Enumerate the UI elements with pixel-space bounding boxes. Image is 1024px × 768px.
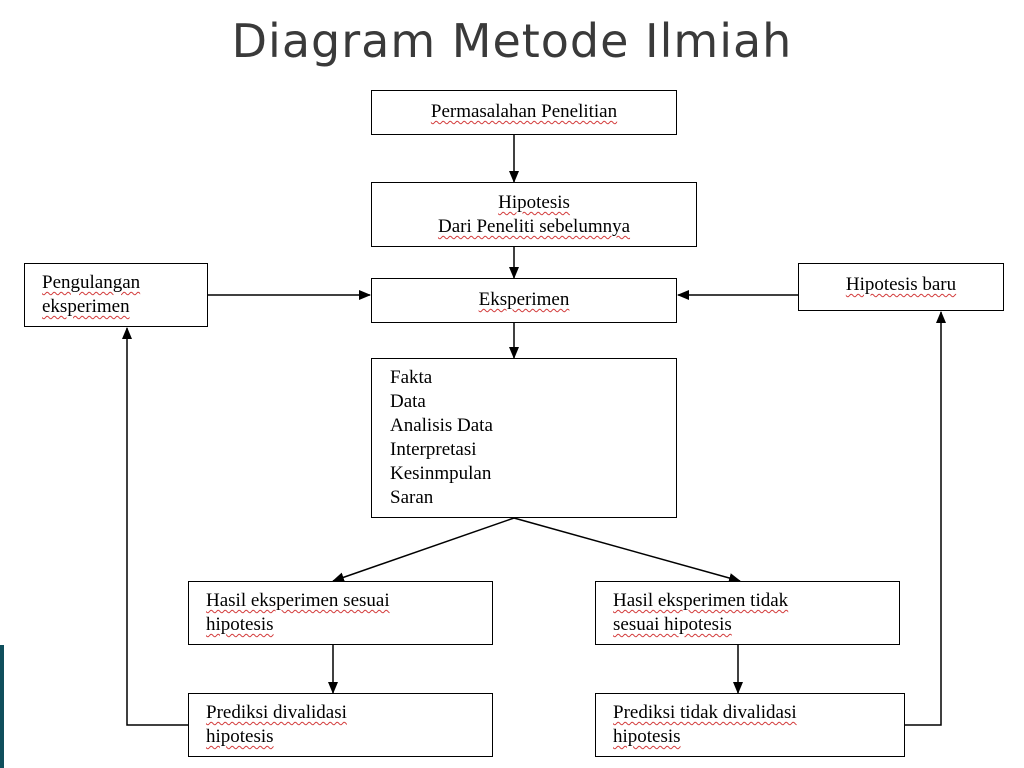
box-fakta-line-5: Kesinmpulan (390, 463, 492, 484)
box-permasalahan: Permasalahan Penelitian (371, 90, 677, 135)
arrow-fakta-to-hasil-tidak (513, 517, 741, 583)
box-hipotesis-baru-line: Hipotesis baru (845, 274, 957, 295)
box-hipotesis: Hipotesis Dari Peneliti sebelumnya (371, 182, 697, 247)
box-fakta-line-2: Data (390, 391, 426, 412)
box-prediksi-tidak: Prediksi tidak divalidasi hipotesis (595, 693, 905, 757)
box-fakta-line-4: Interpretasi (390, 439, 477, 460)
box-hasil-sesuai: Hasil eksperimen sesuai hipotesis (188, 581, 493, 645)
box-permasalahan-line: Permasalahan Penelitian (430, 101, 618, 122)
box-prediksi-valid: Prediksi divalidasi hipotesis (188, 693, 493, 757)
box-hasil-sesuai-line-2: hipotesis (206, 614, 274, 635)
box-hasil-tidak-line-1: Hasil eksperimen tidak (613, 590, 789, 611)
box-fakta-line-6: Saran (390, 487, 434, 508)
accent-bar (0, 645, 4, 768)
box-prediksi-tidak-line-1: Prediksi tidak divalidasi (613, 702, 797, 723)
box-eksperimen: Eksperimen (371, 278, 677, 323)
box-pengulangan-line-2: eksperimen (42, 296, 130, 317)
box-hipotesis-line-2: Dari Peneliti sebelumnya (437, 216, 631, 237)
arrow-prediksi-tidak-to-hipotesis-baru (905, 311, 946, 726)
box-prediksi-valid-line-1: Prediksi divalidasi (206, 702, 347, 723)
box-pengulangan: Pengulangan eksperimen (24, 263, 208, 327)
box-hipotesis-baru: Hipotesis baru (798, 263, 1004, 311)
box-hipotesis-line-1: Hipotesis (498, 192, 570, 213)
box-prediksi-valid-line-2: hipotesis (206, 726, 274, 747)
arrow-prediksi-valid-to-pengulangan (122, 327, 188, 726)
arrow-fakta-to-hasil-sesuai (332, 517, 515, 583)
box-eksperimen-line: Eksperimen (478, 289, 570, 310)
box-fakta-line-3: Analisis Data (390, 415, 493, 436)
box-prediksi-tidak-line-2: hipotesis (613, 726, 681, 747)
box-pengulangan-line-1: Pengulangan (42, 272, 141, 293)
page-title: Diagram Metode Ilmiah (231, 14, 793, 68)
box-fakta: Fakta Data Analisis Data Interpretasi Ke… (371, 358, 677, 518)
box-hasil-sesuai-line-1: Hasil eksperimen sesuai (206, 590, 390, 611)
box-fakta-line-1: Fakta (390, 367, 433, 388)
box-hasil-tidak: Hasil eksperimen tidak sesuai hipotesis (595, 581, 900, 645)
box-hasil-tidak-line-2: sesuai hipotesis (613, 614, 732, 635)
